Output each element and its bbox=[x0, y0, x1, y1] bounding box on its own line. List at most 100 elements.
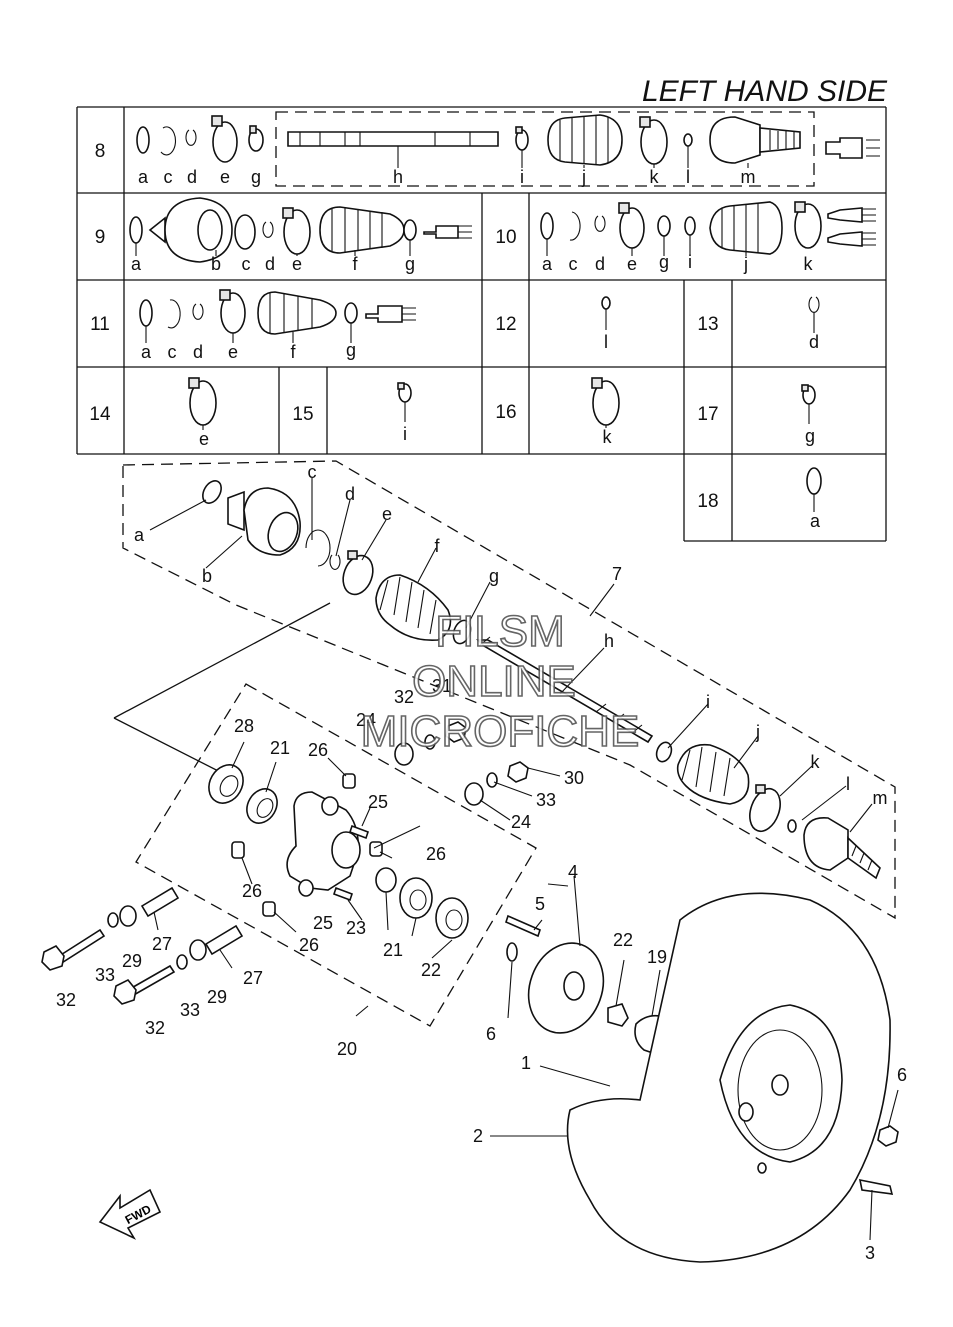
svg-text:29: 29 bbox=[207, 987, 227, 1007]
svg-text:g: g bbox=[659, 252, 669, 272]
row9-letters: a b c d e f g bbox=[131, 254, 415, 274]
drive-shaft-assembly: FWD bbox=[41, 460, 899, 1263]
svg-text:5: 5 bbox=[535, 894, 545, 914]
svg-text:g: g bbox=[405, 254, 415, 274]
svg-text:m: m bbox=[873, 788, 888, 808]
svg-text:h: h bbox=[604, 631, 614, 651]
svg-text:24: 24 bbox=[511, 812, 531, 832]
svg-text:28: 28 bbox=[234, 716, 254, 736]
svg-text:FILSM: FILSM bbox=[435, 607, 565, 656]
svg-text:27: 27 bbox=[152, 934, 172, 954]
row11-letters: a c d e f g bbox=[141, 340, 356, 362]
svg-text:33: 33 bbox=[95, 965, 115, 985]
fwd-arrow: FWD bbox=[98, 1188, 162, 1240]
svg-text:f: f bbox=[352, 254, 358, 274]
svg-text:22: 22 bbox=[421, 960, 441, 980]
row-num-8: 8 bbox=[95, 141, 106, 162]
svg-text:ONLINE: ONLINE bbox=[412, 657, 576, 706]
row15-letter: i bbox=[403, 424, 407, 444]
svg-text:20: 20 bbox=[337, 1039, 357, 1059]
svg-text:k: k bbox=[811, 752, 821, 772]
svg-text:30: 30 bbox=[564, 768, 584, 788]
svg-text:f: f bbox=[434, 536, 440, 556]
svg-text:7: 7 bbox=[612, 564, 622, 584]
row-num-17: 17 bbox=[697, 404, 718, 425]
svg-text:e: e bbox=[382, 504, 392, 524]
svg-text:f: f bbox=[290, 342, 296, 362]
svg-text:g: g bbox=[489, 566, 499, 586]
svg-text:32: 32 bbox=[56, 990, 76, 1010]
svg-text:c: c bbox=[569, 254, 578, 274]
row-num-16: 16 bbox=[495, 402, 516, 423]
svg-text:3: 3 bbox=[865, 1243, 875, 1263]
svg-text:i: i bbox=[688, 252, 692, 272]
svg-text:c: c bbox=[242, 254, 251, 274]
svg-text:25: 25 bbox=[313, 913, 333, 933]
svg-text:4: 4 bbox=[568, 862, 578, 882]
svg-text:a: a bbox=[138, 167, 149, 187]
svg-text:31: 31 bbox=[432, 676, 452, 696]
row14-letter: e bbox=[199, 429, 209, 449]
svg-text:MICROFICHE: MICROFICHE bbox=[361, 707, 640, 756]
svg-text:h: h bbox=[393, 167, 403, 187]
svg-text:e: e bbox=[627, 254, 637, 274]
svg-text:32: 32 bbox=[145, 1018, 165, 1038]
svg-text:l: l bbox=[686, 167, 690, 187]
svg-text:j: j bbox=[581, 167, 586, 187]
svg-text:e: e bbox=[228, 342, 238, 362]
row-num-14: 14 bbox=[89, 404, 111, 425]
svg-text:i: i bbox=[706, 692, 710, 712]
svg-text:26: 26 bbox=[308, 740, 328, 760]
row-num-11: 11 bbox=[90, 314, 110, 335]
row13-letter: d bbox=[809, 332, 819, 352]
svg-text:a: a bbox=[134, 525, 145, 545]
row-num-12: 12 bbox=[495, 314, 516, 335]
svg-text:e: e bbox=[292, 254, 302, 274]
svg-text:i: i bbox=[520, 167, 524, 187]
svg-text:21: 21 bbox=[383, 940, 403, 960]
svg-text:19: 19 bbox=[647, 947, 667, 967]
row-num-18: 18 bbox=[697, 491, 718, 512]
svg-text:d: d bbox=[595, 254, 605, 274]
row-num-15: 15 bbox=[292, 404, 313, 425]
kit-table: 8 9 10 11 12 13 14 15 16 17 18 bbox=[76, 106, 887, 542]
svg-text:25: 25 bbox=[368, 792, 388, 812]
svg-text:2: 2 bbox=[473, 1126, 483, 1146]
svg-text:6: 6 bbox=[486, 1024, 496, 1044]
svg-text:l: l bbox=[846, 774, 850, 794]
svg-text:27: 27 bbox=[243, 968, 263, 988]
svg-text:d: d bbox=[265, 254, 275, 274]
svg-text:b: b bbox=[211, 254, 221, 274]
svg-text:c: c bbox=[308, 462, 317, 482]
svg-text:k: k bbox=[650, 167, 660, 187]
row12-letter: l bbox=[604, 332, 608, 352]
svg-text:j: j bbox=[755, 722, 760, 742]
svg-text:26: 26 bbox=[299, 935, 319, 955]
svg-text:g: g bbox=[346, 340, 356, 360]
row-num-9: 9 bbox=[95, 227, 106, 248]
svg-text:23: 23 bbox=[346, 918, 366, 938]
row-num-13: 13 bbox=[697, 314, 718, 335]
row17-letter: g bbox=[805, 426, 815, 446]
row8-letters: a c d e g h i j k l m bbox=[138, 167, 756, 187]
svg-text:26: 26 bbox=[426, 844, 446, 864]
svg-text:k: k bbox=[804, 254, 814, 274]
svg-text:b: b bbox=[202, 566, 212, 586]
row-num-10: 10 bbox=[495, 227, 516, 248]
svg-text:c: c bbox=[164, 167, 173, 187]
svg-text:m: m bbox=[741, 167, 756, 187]
svg-text:33: 33 bbox=[180, 1000, 200, 1020]
svg-text:d: d bbox=[187, 167, 197, 187]
svg-text:21: 21 bbox=[270, 738, 290, 758]
svg-text:c: c bbox=[168, 342, 177, 362]
svg-text:a: a bbox=[131, 254, 142, 274]
svg-text:j: j bbox=[743, 254, 748, 274]
svg-text:29: 29 bbox=[122, 951, 142, 971]
diagram-title: LEFT HAND SIDE bbox=[642, 75, 888, 108]
svg-text:33: 33 bbox=[536, 790, 556, 810]
svg-text:6: 6 bbox=[897, 1065, 907, 1085]
svg-text:26: 26 bbox=[242, 881, 262, 901]
svg-text:22: 22 bbox=[613, 930, 633, 950]
svg-text:24: 24 bbox=[356, 710, 376, 730]
